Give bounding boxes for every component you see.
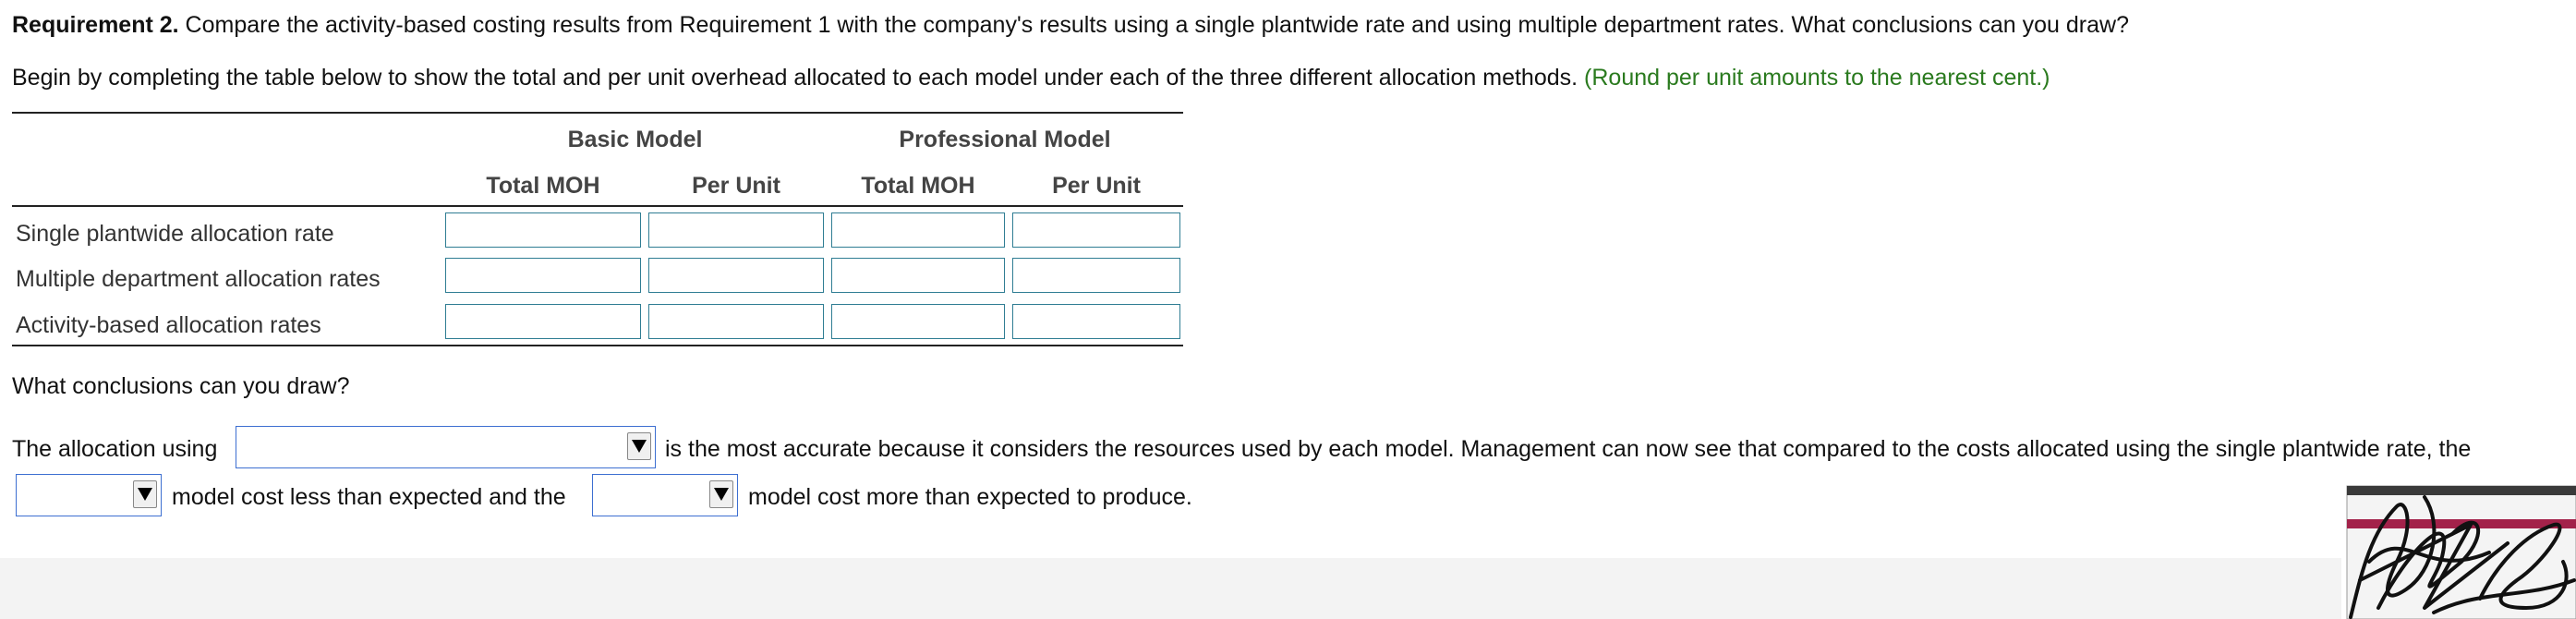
table-header-rule: [12, 205, 1183, 207]
row-label-single-plantwide: Single plantwide allocation rate: [16, 221, 334, 247]
page-content: Requirement 2. Compare the activity-base…: [12, 12, 2472, 516]
dropdown-arrow-icon[interactable]: [709, 480, 733, 508]
requirement-body: Compare the activity-based costing resul…: [178, 12, 2129, 38]
multiple-department-basic-per-unit-input[interactable]: [648, 258, 824, 293]
multiple-department-pro-total-input[interactable]: [831, 258, 1005, 293]
col-header-basic-total: Total MOH: [486, 173, 600, 199]
table-top-rule: [12, 112, 1183, 114]
dropdown-arrow-icon[interactable]: [133, 480, 157, 508]
row-label-activity-based: Activity-based allocation rates: [16, 312, 321, 338]
single-plantwide-basic-per-unit-input[interactable]: [648, 212, 824, 248]
col-header-basic-per-unit: Per Unit: [692, 173, 780, 199]
dropdown-arrow-icon[interactable]: [627, 432, 651, 460]
group-header-professional: Professional Model: [899, 127, 1111, 152]
conclusion-text-4: model cost more than expected to produce…: [748, 484, 1192, 510]
allocation-method-select[interactable]: [236, 426, 656, 468]
activity-based-pro-per-unit-input[interactable]: [1012, 304, 1180, 339]
instruction-text: Begin by completing the table below to s…: [12, 65, 2050, 91]
activity-based-basic-total-input[interactable]: [445, 304, 641, 339]
conclusion-text-2: is the most accurate because it consider…: [665, 436, 2472, 462]
row-label-multiple-department: Multiple department allocation rates: [16, 266, 381, 292]
cost-less-model-select[interactable]: [16, 474, 162, 516]
single-plantwide-pro-per-unit-input[interactable]: [1012, 212, 1180, 248]
group-header-basic: Basic Model: [567, 127, 703, 152]
footer-band: [0, 558, 2576, 619]
col-header-pro-total: Total MOH: [861, 173, 975, 199]
conclusions-question: What conclusions can you draw?: [12, 373, 350, 399]
multiple-department-pro-per-unit-input[interactable]: [1012, 258, 1180, 293]
activity-based-basic-per-unit-input[interactable]: [648, 304, 824, 339]
instruction-body: Begin by completing the table below to s…: [12, 65, 1585, 91]
conclusion-text-1: The allocation using: [12, 436, 218, 462]
requirement-label: Requirement 2.: [12, 12, 179, 38]
single-plantwide-basic-total-input[interactable]: [445, 212, 641, 248]
col-header-pro-per-unit: Per Unit: [1052, 173, 1141, 199]
multiple-department-basic-total-input[interactable]: [445, 258, 641, 293]
single-plantwide-pro-total-input[interactable]: [831, 212, 1005, 248]
conclusion-text-3: model cost less than expected and the: [172, 484, 566, 510]
activity-based-pro-total-input[interactable]: [831, 304, 1005, 339]
requirement-text: Requirement 2. Compare the activity-base…: [12, 12, 2129, 39]
table-bottom-rule: [12, 345, 1183, 346]
rounding-hint: (Round per unit amounts to the nearest c…: [1584, 65, 2050, 91]
cost-more-model-select[interactable]: [592, 474, 738, 516]
signature-scribble: [2341, 480, 2576, 619]
